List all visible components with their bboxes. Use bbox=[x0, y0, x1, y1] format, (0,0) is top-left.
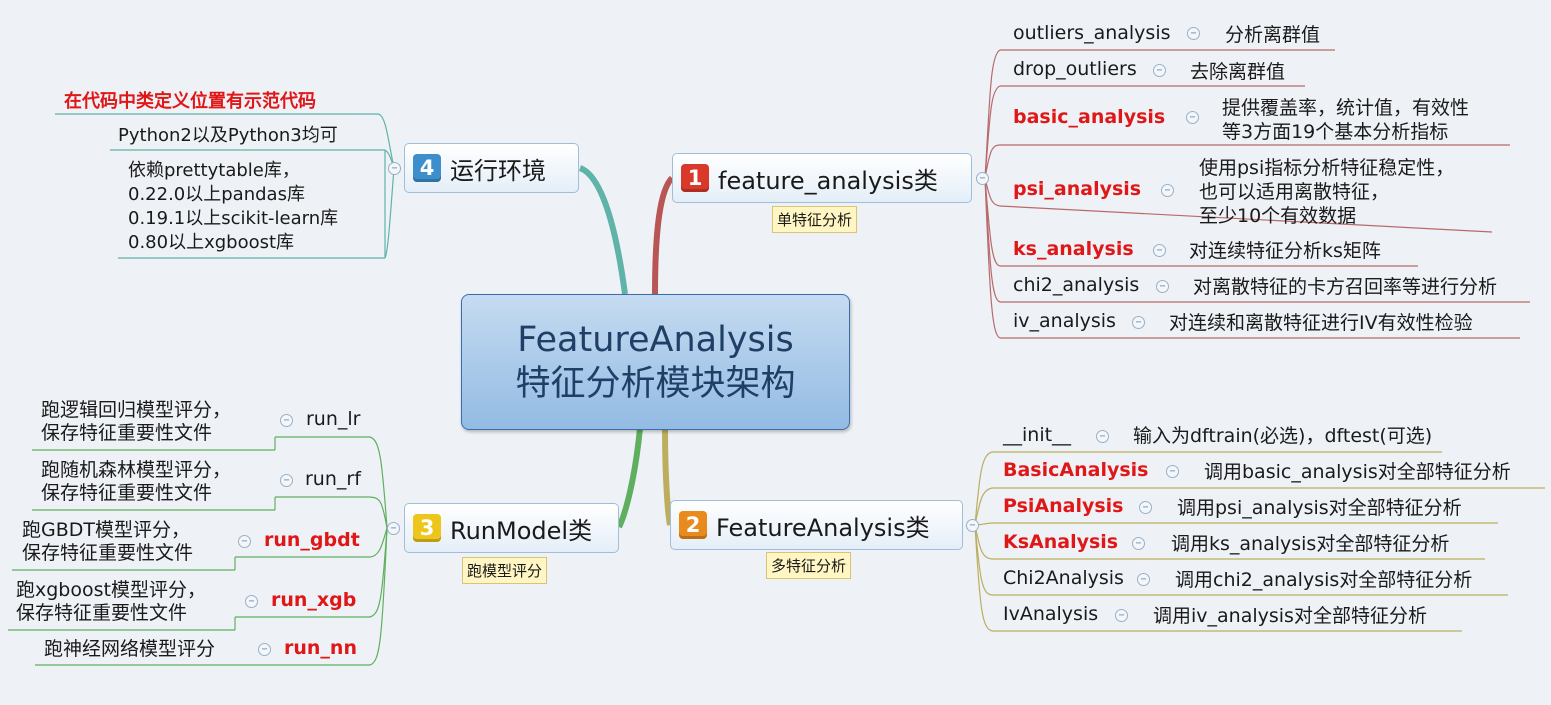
collapse-icon[interactable]: − bbox=[1153, 64, 1166, 77]
collapse-icon[interactable]: − bbox=[388, 162, 401, 175]
collapse-icon[interactable]: − bbox=[1096, 430, 1109, 443]
desc-run-xgb-line1: 跑xgboost模型评分， bbox=[16, 579, 206, 601]
collapse-icon[interactable]: − bbox=[1161, 184, 1174, 197]
branch-runmodel-class[interactable]: 3 RunModel类 bbox=[404, 503, 619, 553]
desc-chi2analysis: 调用chi2_analysis对全部特征分析 bbox=[1175, 569, 1473, 591]
desc-run-lr-line1: 跑逻辑回归模型评分， bbox=[41, 399, 232, 421]
branch-title: FeatureAnalysis类 bbox=[716, 513, 930, 542]
desc-ks-analysis: 对连续特征分析ks矩阵 bbox=[1189, 240, 1381, 262]
topic-init[interactable]: __init__ bbox=[1003, 424, 1072, 446]
callout-example-code: 在代码中类定义位置有示范代码 bbox=[64, 91, 316, 112]
topic-basic-analysis[interactable]: basic_analysis bbox=[1013, 106, 1166, 128]
number-badge-2-icon: 2 bbox=[679, 511, 707, 539]
topic-basicanalysis[interactable]: BasicAnalysis bbox=[1003, 459, 1149, 481]
env-python-version: Python2以及Python3均可 bbox=[118, 125, 338, 146]
desc-run-gbdt-line2: 保存特征重要性文件 bbox=[22, 542, 194, 564]
topic-drop-outliers[interactable]: drop_outliers bbox=[1013, 58, 1137, 80]
desc-psi-analysis-line1: 使用psi指标分析特征稳定性， bbox=[1199, 157, 1455, 179]
branch-runtime-env[interactable]: 4 运行环境 bbox=[404, 143, 579, 193]
collapse-icon[interactable]: − bbox=[258, 643, 271, 656]
topic-run-xgb[interactable]: run_xgb bbox=[271, 589, 357, 611]
desc-run-rf-line1: 跑随机森林模型评分， bbox=[41, 459, 232, 481]
branch-note: 单特征分析 bbox=[772, 206, 858, 233]
topic-run-rf[interactable]: run_rf bbox=[305, 468, 361, 490]
collapse-icon[interactable]: − bbox=[280, 474, 293, 487]
topic-ks-analysis[interactable]: ks_analysis bbox=[1013, 238, 1134, 260]
env-dep-1: 依赖prettytable库， bbox=[128, 160, 300, 181]
collapse-icon[interactable]: − bbox=[238, 535, 251, 548]
topic-psianalysis[interactable]: PsiAnalysis bbox=[1003, 495, 1124, 517]
collapse-icon[interactable]: − bbox=[1187, 27, 1200, 40]
collapse-icon[interactable]: − bbox=[1166, 465, 1179, 478]
collapse-icon[interactable]: − bbox=[1186, 111, 1199, 124]
env-dep-3: 0.19.1以上scikit-learn库 bbox=[128, 208, 339, 229]
collapse-icon[interactable]: − bbox=[1137, 573, 1150, 586]
env-dep-4: 0.80以上xgboost库 bbox=[128, 232, 295, 253]
desc-psi-analysis-line2: 也可以适用离散特征， bbox=[1199, 181, 1390, 203]
topic-psi-analysis[interactable]: psi_analysis bbox=[1013, 178, 1142, 200]
collapse-icon[interactable]: − bbox=[1153, 244, 1166, 257]
desc-run-nn: 跑神经网络模型评分 bbox=[44, 638, 216, 660]
branch-note: 多特征分析 bbox=[766, 552, 852, 579]
collapse-icon[interactable]: − bbox=[1132, 316, 1145, 329]
desc-outliers-analysis: 分析离群值 bbox=[1225, 24, 1321, 46]
topic-run-gbdt[interactable]: run_gbdt bbox=[264, 529, 360, 551]
branch-title: feature_analysis类 bbox=[718, 166, 938, 195]
collapse-icon[interactable]: − bbox=[1156, 280, 1169, 293]
collapse-icon[interactable]: − bbox=[1139, 501, 1152, 514]
desc-ivanalysis: 调用iv_analysis对全部特征分析 bbox=[1153, 605, 1427, 627]
desc-psianalysis: 调用psi_analysis对全部特征分析 bbox=[1177, 497, 1462, 519]
desc-psi-analysis-line3: 至少10个有效数据 bbox=[1199, 205, 1357, 227]
branch-note: 跑模型评分 bbox=[462, 557, 548, 584]
central-subtitle: 特征分析模块架构 bbox=[515, 364, 796, 404]
topic-ivanalysis[interactable]: IvAnalysis bbox=[1003, 603, 1099, 625]
desc-run-rf-line2: 保存特征重要性文件 bbox=[41, 482, 213, 504]
central-topic[interactable]: FeatureAnalysis 特征分析模块架构 bbox=[461, 294, 850, 430]
desc-chi2-analysis: 对离散特征的卡方召回率等进行分析 bbox=[1193, 276, 1498, 298]
branch-title: 运行环境 bbox=[450, 156, 546, 185]
collapse-icon[interactable]: − bbox=[966, 519, 979, 532]
env-dep-2: 0.22.0以上pandas库 bbox=[128, 184, 305, 205]
branch-featureanalysis-class[interactable]: 2 FeatureAnalysis类 bbox=[670, 500, 963, 550]
desc-basic-analysis-line2: 等3方面19个基本分析指标 bbox=[1222, 121, 1449, 143]
collapse-icon[interactable]: − bbox=[1132, 537, 1145, 550]
topic-run-nn[interactable]: run_nn bbox=[284, 637, 357, 659]
collapse-icon[interactable]: − bbox=[976, 172, 989, 185]
collapse-icon[interactable]: − bbox=[387, 522, 400, 535]
desc-run-xgb-line2: 保存特征重要性文件 bbox=[16, 602, 188, 624]
desc-init: 输入为dftrain(必选)，dftest(可选) bbox=[1133, 425, 1433, 447]
desc-run-gbdt-line1: 跑GBDT模型评分， bbox=[22, 519, 190, 541]
desc-iv-analysis: 对连续和离散特征进行IV有效性检验 bbox=[1169, 312, 1473, 334]
collapse-icon[interactable]: − bbox=[1115, 609, 1128, 622]
collapse-icon[interactable]: − bbox=[245, 595, 258, 608]
number-badge-3-icon: 3 bbox=[413, 514, 441, 542]
topic-chi2-analysis[interactable]: chi2_analysis bbox=[1013, 274, 1140, 296]
desc-basicanalysis: 调用basic_analysis对全部特征分析 bbox=[1204, 461, 1511, 483]
central-title: FeatureAnalysis bbox=[517, 320, 794, 360]
topic-outliers-analysis[interactable]: outliers_analysis bbox=[1013, 22, 1171, 44]
topic-run-lr[interactable]: run_lr bbox=[306, 408, 361, 430]
branch-title: RunModel类 bbox=[450, 516, 593, 545]
topic-iv-analysis[interactable]: iv_analysis bbox=[1013, 310, 1116, 332]
desc-basic-analysis-line1: 提供覆盖率，统计值，有效性 bbox=[1222, 97, 1470, 119]
branch-feature-analysis[interactable]: 1 feature_analysis类 bbox=[672, 153, 972, 203]
desc-run-lr-line2: 保存特征重要性文件 bbox=[41, 422, 213, 444]
number-badge-1-icon: 1 bbox=[681, 164, 709, 192]
topic-ksanalysis[interactable]: KsAnalysis bbox=[1003, 531, 1119, 553]
desc-drop-outliers: 去除离群值 bbox=[1190, 61, 1286, 83]
topic-chi2analysis[interactable]: Chi2Analysis bbox=[1003, 567, 1124, 589]
number-badge-4-icon: 4 bbox=[413, 154, 441, 182]
desc-ksanalysis: 调用ks_analysis对全部特征分析 bbox=[1171, 533, 1450, 555]
collapse-icon[interactable]: − bbox=[280, 414, 293, 427]
